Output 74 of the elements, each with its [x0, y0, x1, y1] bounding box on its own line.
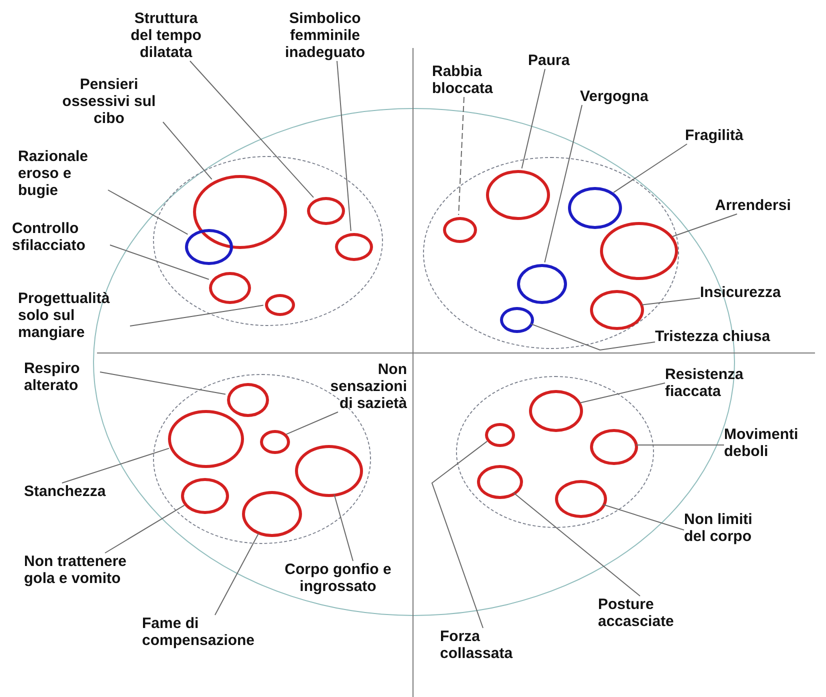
ring — [209, 272, 251, 304]
callout-label: Paura — [528, 52, 588, 69]
callout-label: Struttura del tempo dilatata — [125, 10, 207, 61]
leader-line — [636, 444, 724, 446]
callout-label: Non sensazioni di sazietà — [319, 361, 407, 412]
ring — [500, 307, 534, 333]
ring — [555, 480, 607, 518]
leader-line — [336, 60, 352, 232]
callout-label: Resistenza fiaccata — [665, 366, 780, 400]
ring — [443, 217, 477, 243]
leader-line — [62, 448, 170, 484]
ring — [185, 229, 233, 265]
ring — [181, 478, 229, 514]
ring — [193, 175, 287, 249]
callout-label: Tristezza chiusa — [655, 328, 825, 345]
leader-line — [521, 68, 546, 169]
leader-line — [602, 504, 684, 530]
ring — [517, 264, 567, 304]
ring — [486, 170, 550, 220]
leader-line — [334, 494, 354, 562]
leader-line — [641, 298, 700, 306]
leader-line — [579, 382, 666, 404]
ring — [485, 423, 515, 447]
ring — [295, 445, 363, 497]
leader-line — [458, 96, 464, 216]
leader-line — [190, 60, 314, 198]
leader-line — [214, 532, 260, 616]
ring — [335, 233, 373, 261]
callout-label: Fame di compensazione — [142, 615, 292, 649]
callout-label: Non limiti del corpo — [684, 511, 769, 545]
ring — [260, 430, 290, 454]
leader-line — [100, 372, 226, 395]
callout-label: Rabbia bloccata — [432, 63, 522, 97]
ring — [590, 290, 644, 330]
callout-label: Simbolico femminile inadeguato — [270, 10, 380, 61]
ring — [590, 429, 638, 465]
callout-label: Corpo gonfio e ingrossato — [278, 561, 398, 595]
leader-line — [104, 504, 185, 554]
callout-label: Fragilità — [685, 127, 775, 144]
ring — [227, 383, 269, 417]
callout-label: Pensieri ossessivi sul cibo — [50, 76, 168, 127]
callout-label: Stanchezza — [24, 483, 144, 500]
leader-line — [613, 144, 688, 193]
leader-line — [431, 440, 488, 628]
leader-line — [286, 412, 338, 435]
group-circle — [153, 156, 383, 326]
callout-label: Non trattenere gola e vomito — [24, 553, 149, 587]
leader-line — [162, 122, 212, 180]
callout-label: Controllo sfilacciato — [12, 220, 117, 254]
callout-label: Vergogna — [580, 88, 680, 105]
ring — [529, 390, 583, 432]
leader-line — [530, 323, 656, 351]
ring — [477, 465, 523, 499]
leader-line — [130, 304, 264, 326]
callout-label: Razionale eroso e bugie — [18, 148, 113, 199]
callout-label: Progettualità solo sul mangiare — [18, 290, 130, 341]
ring — [168, 410, 244, 468]
leader-line — [544, 104, 582, 263]
group-circle — [456, 376, 654, 528]
callout-label: Respiro alterato — [24, 360, 114, 394]
callout-label: Movimenti deboli — [724, 426, 826, 460]
callout-label: Insicurezza — [700, 284, 820, 301]
callout-label: Forza collassata — [440, 628, 545, 662]
leader-line — [108, 190, 188, 235]
leader-line — [110, 244, 210, 280]
ring — [600, 222, 678, 280]
callout-label: Posture accasciate — [598, 596, 708, 630]
ring — [568, 187, 622, 229]
ring — [265, 294, 295, 316]
ring — [242, 491, 302, 537]
callout-label: Arrendersi — [715, 197, 823, 214]
leader-line — [512, 492, 640, 596]
leader-line — [672, 214, 738, 238]
ring — [307, 197, 345, 225]
